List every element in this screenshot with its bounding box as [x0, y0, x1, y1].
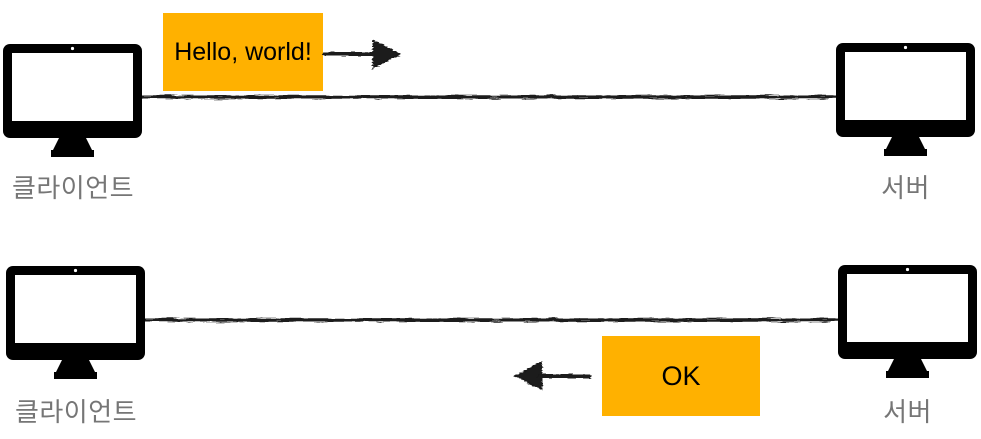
client-label: 클라이언트 — [14, 397, 138, 427]
message-text-response: OK — [661, 360, 701, 391]
message-box-response: OK — [602, 336, 760, 416]
client-computer-icon — [3, 44, 142, 157]
client-computer-icon — [6, 266, 145, 379]
message-box-request: Hello, world! — [163, 13, 323, 91]
server-computer-icon — [838, 265, 977, 378]
connector-line-top — [140, 95, 840, 99]
arrow-right-icon — [323, 39, 402, 69]
server-label: 서버 — [883, 397, 932, 427]
connector-line-bottom — [142, 318, 840, 322]
message-text-request: Hello, world! — [174, 37, 312, 66]
arrow-left-icon — [513, 361, 591, 391]
server-label: 서버 — [881, 173, 930, 203]
server-computer-icon — [836, 43, 975, 156]
client-label: 클라이언트 — [11, 173, 135, 203]
